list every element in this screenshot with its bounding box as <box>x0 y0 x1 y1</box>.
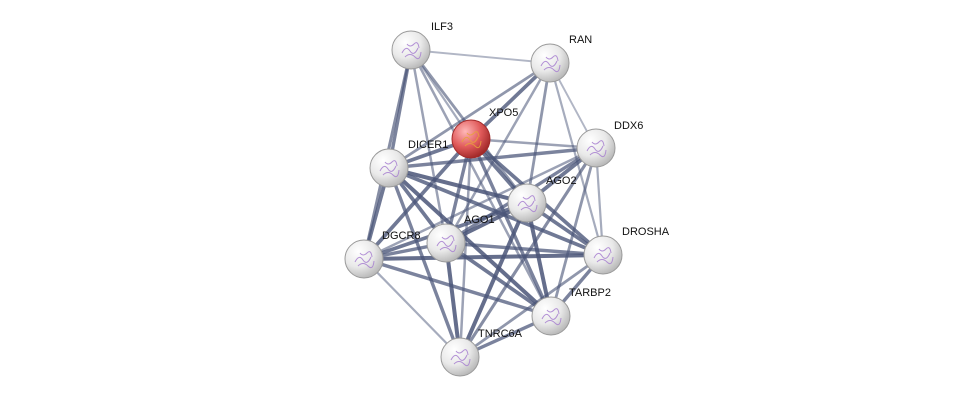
protein-structure-icon <box>379 160 400 178</box>
edge-ago1-drosha[interactable] <box>444 241 605 257</box>
node-label: DICER1 <box>408 139 448 151</box>
edge-xpo5-tarbp2[interactable] <box>469 137 553 318</box>
node-tnrc6a[interactable]: TNRC6A <box>440 328 523 377</box>
edge-dgcr8-tnrc6a[interactable] <box>362 257 462 359</box>
node-circle[interactable] <box>530 43 570 83</box>
edge-dgcr8-tarbp2[interactable] <box>362 257 553 318</box>
node-label: XPO5 <box>489 107 518 119</box>
node-circle[interactable] <box>507 183 547 223</box>
node-ddx6[interactable]: DDX6 <box>576 120 643 168</box>
node-label: TNRC6A <box>478 328 523 340</box>
protein-structure-icon <box>461 131 482 149</box>
node-label: ILF3 <box>431 21 453 33</box>
protein-structure-icon <box>436 235 457 253</box>
edge-ran-ago1[interactable] <box>444 61 552 245</box>
node-ran[interactable]: RAN <box>530 34 592 83</box>
node-label: AGO2 <box>546 175 577 187</box>
node-ago1[interactable]: AGO1 <box>426 214 495 263</box>
node-circle[interactable] <box>531 296 571 336</box>
node-label: TARBP2 <box>569 287 611 299</box>
edge-xpo5-tnrc6a[interactable] <box>458 137 473 359</box>
edge-dicer1-tarbp2[interactable] <box>387 166 553 318</box>
edge-xpo5-dgcr8[interactable] <box>362 137 473 261</box>
node-tarbp2[interactable]: TARBP2 <box>531 287 611 336</box>
edge-ago2-tnrc6a[interactable] <box>458 201 529 359</box>
node-label: RAN <box>569 34 592 46</box>
edge-ddx6-dicer1[interactable] <box>387 146 598 170</box>
edge-ddx6-tnrc6a[interactable] <box>458 146 598 359</box>
node-circle[interactable] <box>344 239 384 279</box>
protein-structure-icon <box>541 308 562 326</box>
protein-structure-icon <box>540 55 561 73</box>
edge-ilf3-ago1[interactable] <box>409 48 448 245</box>
edge-drosha-dgcr8[interactable] <box>362 253 605 261</box>
protein-structure-icon <box>517 195 538 213</box>
protein-structure-icon <box>593 247 614 265</box>
node-circle[interactable] <box>369 148 409 188</box>
edge-xpo5-ddx6[interactable] <box>469 137 598 150</box>
node-circle[interactable] <box>391 30 431 70</box>
protein-structure-icon <box>586 140 607 158</box>
node-label: AGO1 <box>464 214 495 226</box>
node-drosha[interactable]: DROSHA <box>583 226 670 275</box>
node-circle[interactable] <box>583 235 623 275</box>
edge-dicer1-tnrc6a[interactable] <box>387 166 462 359</box>
node-label: DDX6 <box>614 120 643 132</box>
node-circle[interactable] <box>426 223 466 263</box>
protein-structure-icon <box>401 42 422 60</box>
node-xpo5[interactable]: XPO5 <box>451 107 518 159</box>
edge-drosha-tnrc6a[interactable] <box>458 253 605 359</box>
edge-ilf3-ran[interactable] <box>410 49 551 64</box>
protein-structure-icon <box>450 349 471 367</box>
protein-structure-icon <box>354 251 375 269</box>
edge-dicer1-ago2[interactable] <box>387 166 529 205</box>
node-circle[interactable] <box>576 128 616 168</box>
node-dicer1[interactable]: DICER1 <box>369 139 448 188</box>
node-ago2[interactable]: AGO2 <box>507 175 577 223</box>
node-ilf3[interactable]: ILF3 <box>391 21 453 70</box>
node-label: DROSHA <box>622 226 670 238</box>
node-circle[interactable] <box>451 119 491 159</box>
edge-ran-dicer1[interactable] <box>387 61 552 170</box>
node-circle[interactable] <box>440 337 480 377</box>
node-label: DGCR8 <box>382 230 421 242</box>
node-dgcr8[interactable]: DGCR8 <box>344 230 421 279</box>
edge-dicer1-drosha[interactable] <box>387 166 605 257</box>
